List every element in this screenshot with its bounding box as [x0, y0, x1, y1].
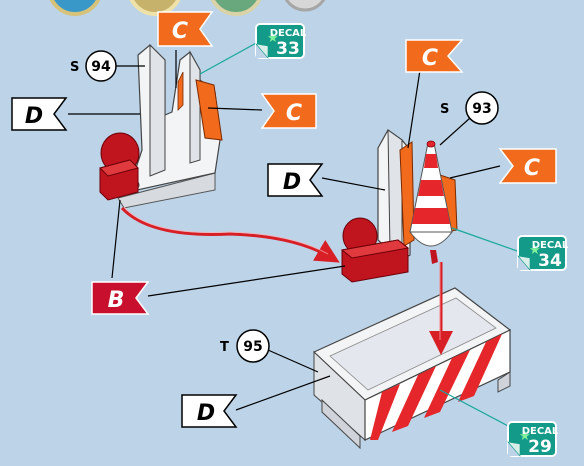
- traffic-cone: [410, 141, 452, 264]
- flag-d-left: D: [12, 98, 66, 130]
- decal-word: DECAL: [270, 28, 307, 39]
- flag-c-mid-left: C: [262, 94, 316, 128]
- flag-letter: D: [283, 170, 301, 195]
- red-block-left: [100, 133, 139, 200]
- flag-letter: C: [172, 19, 188, 44]
- flag-letter: D: [25, 104, 43, 129]
- part-prefix: S: [70, 60, 79, 75]
- flag-d-mid: D: [268, 164, 322, 196]
- decal-badge-29: ★ DECAL 29: [508, 422, 559, 457]
- flag-c-top-right: C: [406, 40, 462, 72]
- part-prefix: S: [440, 102, 449, 117]
- part-number: 95: [243, 339, 262, 355]
- part-95-barrier: [314, 288, 510, 448]
- decal-number: 29: [528, 437, 552, 457]
- part-number: 93: [472, 101, 491, 117]
- flag-letter: C: [524, 156, 540, 181]
- decal-badge-34: ★ DECAL 34: [518, 236, 569, 271]
- part-prefix: T: [220, 340, 229, 355]
- flag-letter: C: [286, 101, 302, 126]
- flag-letter: B: [108, 288, 125, 313]
- flag-d-bottom: D: [182, 395, 236, 427]
- decal-number: 33: [276, 39, 300, 59]
- decal-number: 34: [538, 251, 562, 271]
- decal-badge-33: ★ DECAL 33: [256, 24, 307, 59]
- decal-word: DECAL: [532, 240, 569, 251]
- flag-b: B: [92, 282, 148, 314]
- flag-letter: D: [197, 401, 215, 426]
- flag-letter: C: [422, 46, 438, 71]
- flag-c-top-left: C: [158, 12, 212, 46]
- part-callout-95: T 95: [220, 330, 269, 362]
- part-callout-94: S 94: [70, 51, 116, 81]
- part-number: 94: [91, 59, 111, 75]
- flag-c-mid-right: C: [500, 149, 556, 183]
- decal-word: DECAL: [522, 426, 559, 437]
